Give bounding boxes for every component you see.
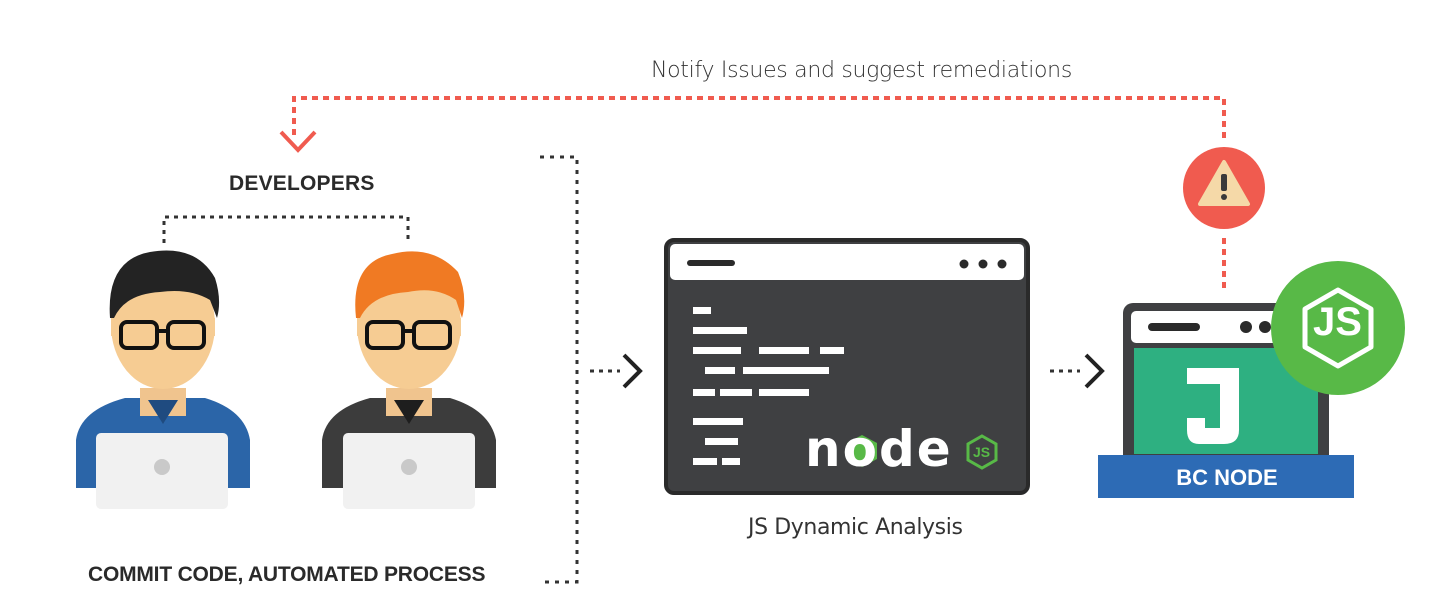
bc-badge-text: JS [1313, 300, 1362, 344]
arrow-right-icon [590, 353, 643, 389]
node-logo-badge-text: JS [973, 444, 991, 460]
notify-loop-line [292, 96, 1226, 290]
js-dynamic-analysis-label: JS Dynamic Analysis [748, 515, 963, 540]
laptop-icon [96, 433, 228, 509]
commit-code-label: COMMIT CODE, AUTOMATED PROCESS [88, 563, 486, 586]
nodejs-logo-icon [1271, 261, 1405, 395]
terminal-window-icon [664, 238, 1030, 495]
developer-2 [322, 251, 496, 509]
developer-1 [76, 250, 250, 509]
notify-issues-label: Notify Issues and suggest remediations [650, 58, 1072, 83]
laptop-icon [343, 433, 475, 509]
commit-bracket [540, 155, 579, 584]
nodejs-logo-icon [847, 434, 998, 470]
arrow-right-icon [1050, 353, 1105, 389]
chevron-down-icon [279, 130, 317, 153]
developers-bracket [162, 215, 410, 243]
warning-icon [1183, 147, 1265, 229]
bc-node-label: BC NODE [1176, 465, 1278, 490]
developers-label: DEVELOPERS [229, 172, 375, 195]
node-logo-text: node [805, 420, 953, 478]
